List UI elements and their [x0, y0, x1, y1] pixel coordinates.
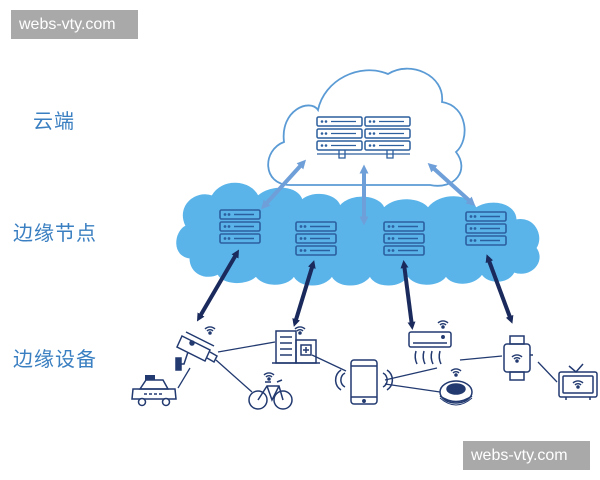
layer-label-edge-device: 边缘设备: [13, 347, 97, 371]
edge-server-icon-2: [295, 221, 337, 256]
bicycle-icon: [248, 372, 293, 410]
edge-device-arrow-4: [485, 254, 514, 324]
cloud-server-icon: [316, 116, 411, 159]
device-connection-lines: [177, 341, 558, 393]
watermark-top: webs-vty.com: [11, 10, 138, 39]
cloud-layer-shape: [267, 67, 466, 187]
edge-server-icon-3: [383, 221, 425, 256]
watermark-bottom: webs-vty.com: [463, 441, 590, 470]
robot-vacuum-icon: [439, 368, 473, 406]
edge-device-arrow-1: [196, 249, 240, 322]
layer-label-cloud: 云端: [33, 109, 75, 133]
air-conditioner-icon: [408, 320, 452, 365]
smart-tv-icon: [558, 363, 598, 400]
smart-building-icon: [272, 326, 320, 364]
edge-server-icon-4: [465, 211, 507, 246]
taxi-icon: [131, 375, 177, 407]
smartphone-icon: [334, 359, 394, 405]
edge-device-arrow-2: [292, 260, 316, 327]
cloud-edge-arrow-3: [427, 162, 476, 207]
layer-label-edge-node: 边缘节点: [13, 221, 97, 245]
smartwatch-icon: [503, 335, 533, 381]
cloud-edge-arrow-1: [260, 159, 307, 210]
edge-device-arrow-3: [400, 260, 416, 330]
edge-server-icon-1: [219, 209, 261, 244]
security-camera-icon: [175, 326, 218, 371]
